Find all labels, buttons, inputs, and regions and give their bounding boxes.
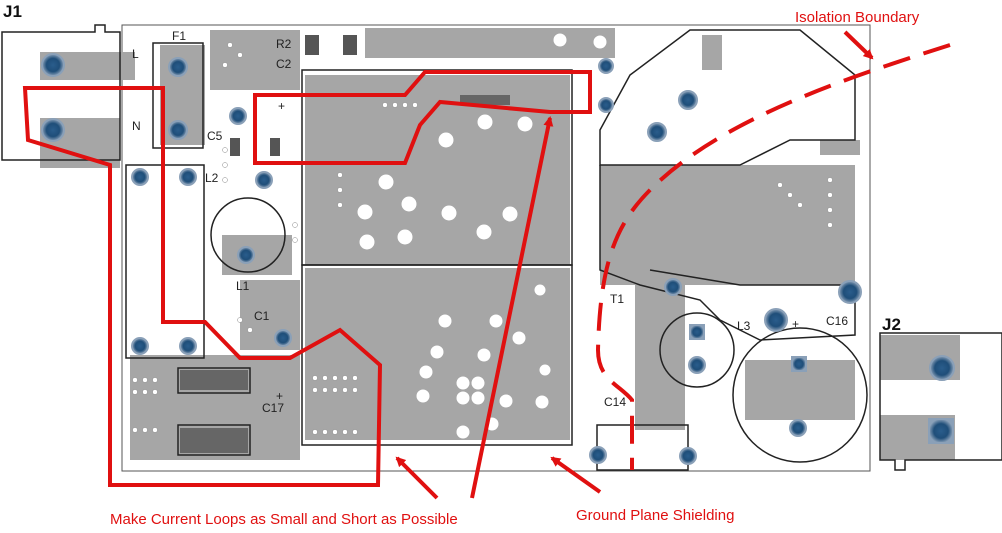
c16-outline: [732, 327, 868, 463]
c2-plus: +: [278, 99, 285, 113]
label-c2: C2: [276, 57, 292, 71]
j2-outline: [879, 332, 1002, 471]
label-j2: J2: [882, 315, 901, 334]
switch-current-loop: [253, 70, 592, 165]
t1-lower-outline: [599, 165, 856, 341]
ground-plane-label: Ground Plane Shielding: [576, 507, 734, 524]
t1-outline: [599, 29, 856, 166]
j1-outline: [1, 24, 121, 161]
isolation-boundary-line: [595, 43, 951, 470]
label-l: L: [132, 47, 139, 61]
l1-outline: [210, 197, 286, 273]
label-l3: L3: [737, 319, 751, 333]
current-loop-highlights: [22, 70, 592, 487]
c1-outline: [301, 264, 573, 446]
c16-plus: +: [792, 317, 799, 331]
label-t1: T1: [610, 292, 624, 306]
smd-pads: [180, 35, 510, 453]
annotation-arrows: [395, 30, 874, 500]
label-c16: C16: [826, 314, 848, 328]
label-l2: L2: [205, 171, 219, 185]
label-c14: C14: [604, 395, 626, 409]
label-c1: C1: [254, 309, 270, 323]
label-c17: C17: [262, 401, 284, 415]
label-c5: C5: [207, 129, 223, 143]
isolation-boundary-label: Isolation Boundary: [795, 9, 920, 26]
label-j1: J1: [3, 2, 22, 21]
label-r2: R2: [276, 37, 292, 51]
via-arrays: [132, 42, 833, 435]
th-pads: [41, 53, 955, 465]
f1-outline: [152, 42, 204, 149]
label-f1: F1: [172, 29, 186, 43]
l3-outline: [659, 312, 735, 388]
label-l1: L1: [236, 279, 250, 293]
vias: [356, 32, 608, 440]
c17-plus: +: [276, 389, 283, 403]
input-current-loop: [22, 86, 383, 487]
label-n: N: [132, 119, 141, 133]
current-loops-label: Make Current Loops as Small and Short as…: [110, 511, 458, 528]
